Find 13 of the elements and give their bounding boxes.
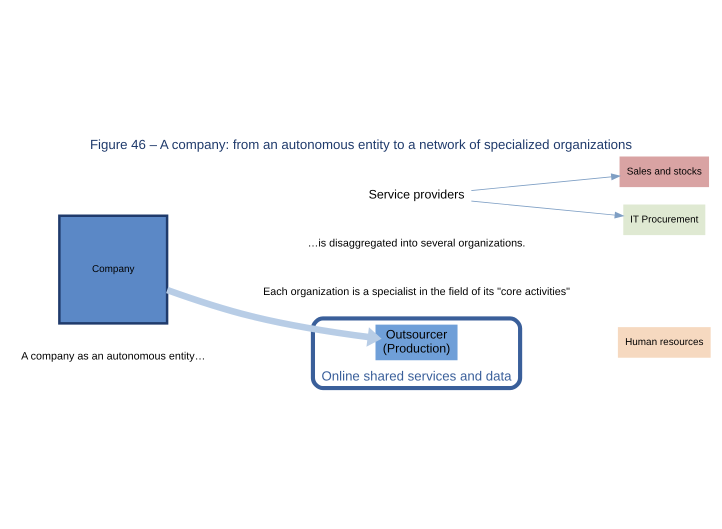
node-box: Outsourcer (Production) xyxy=(376,324,458,360)
node-box: IT Procurement xyxy=(623,204,706,235)
diagram-title: Figure 46 – A company: from an autonomous entity to a network of specialized organizations xyxy=(90,136,632,152)
arrow xyxy=(470,172,622,190)
node-box: Sales and stocks xyxy=(620,156,710,187)
label: …is disaggregated into several organizations. xyxy=(308,237,526,250)
arrow xyxy=(470,200,625,218)
node-label: A company as an autonomous entity… xyxy=(21,350,206,362)
label: Each organization is a specialist in the field of its "core activities" xyxy=(263,285,570,298)
node-text: Service providers xyxy=(368,187,464,202)
arrow xyxy=(166,286,382,346)
node-box: Human resources xyxy=(618,326,711,358)
node-box: Company xyxy=(58,214,168,324)
